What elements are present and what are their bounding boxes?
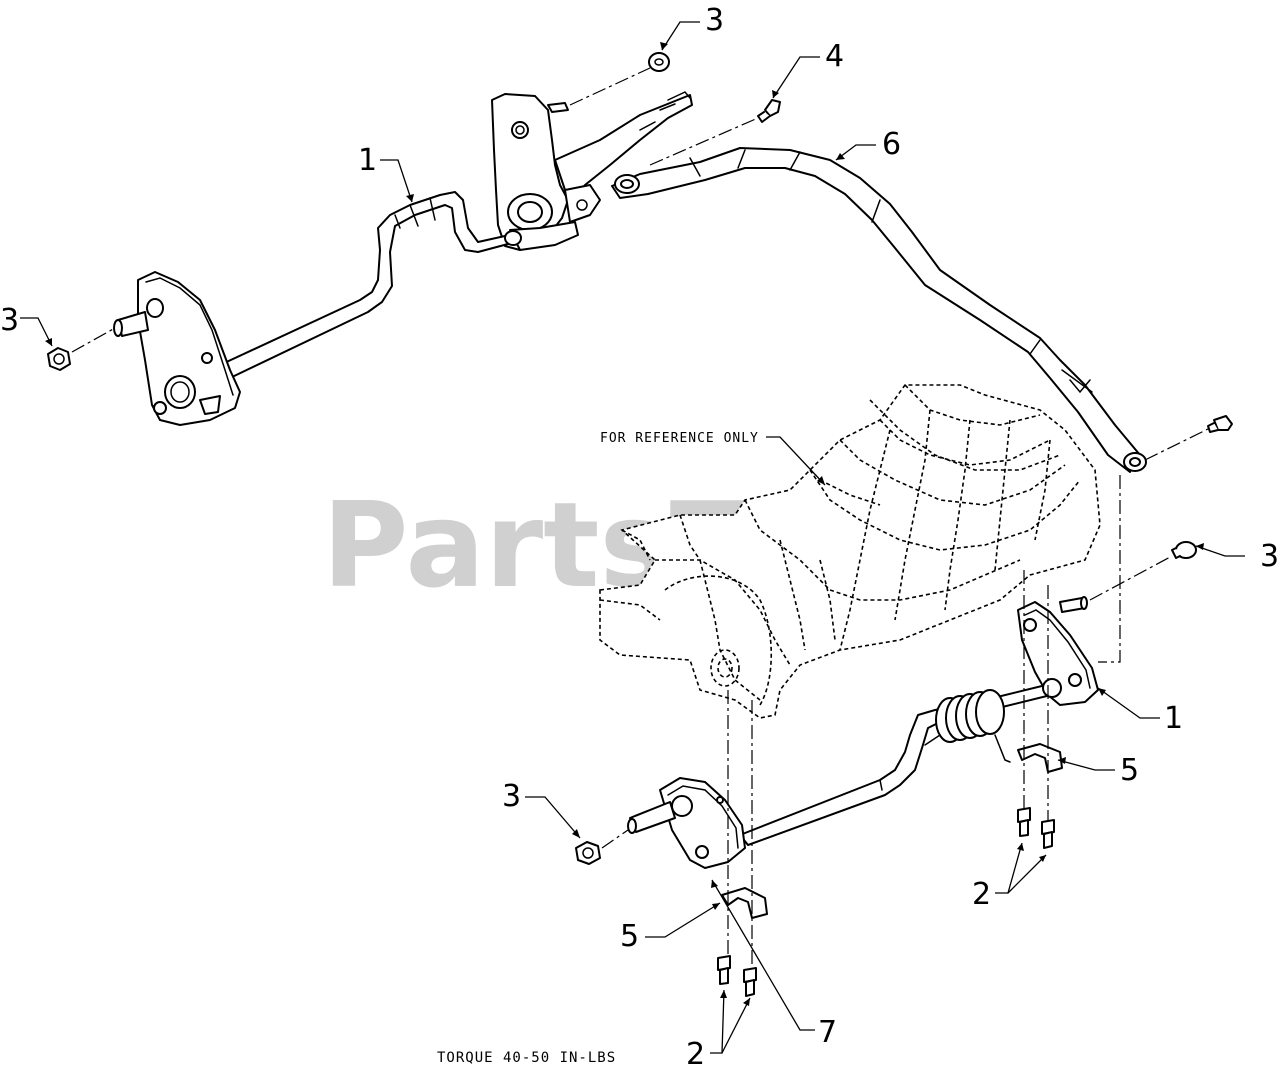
- leader-c3-bottom: [525, 796, 581, 839]
- leader-c3-left: [20, 317, 53, 347]
- leader-c5-left: [645, 902, 721, 938]
- lift-arm-bracket-upper-left: [113, 271, 241, 426]
- centerline-rod6-bolt: [1144, 427, 1211, 461]
- leader-c1-right: [1097, 687, 1160, 719]
- leader-c3-top: [661, 21, 700, 51]
- bolts-bottom: [717, 955, 757, 997]
- torsion-spring: [924, 689, 1011, 763]
- leader-c2-bottom: [710, 989, 725, 1054]
- centerline-lower-nut: [601, 829, 629, 849]
- lift-rod: [611, 147, 1147, 473]
- callout-7: 7: [818, 1015, 837, 1050]
- lift-handle-bracket: [491, 91, 693, 251]
- lift-shaft-upper: [219, 191, 522, 379]
- leader-reference-note: [766, 436, 826, 486]
- centerline-top-bolt: [649, 117, 759, 166]
- leader-c1-top: [380, 159, 413, 203]
- lift-shaft-lower: [739, 678, 1062, 846]
- torque-note: TORQUE 40-50 IN-LBS: [437, 1050, 616, 1066]
- callout-3-left: 3: [0, 303, 19, 338]
- leader-c7: [711, 879, 815, 1031]
- centerline-left-nut: [71, 327, 116, 353]
- leader-c2-right: [995, 842, 1023, 894]
- centerline-right-washer: [1089, 555, 1173, 601]
- callout-2-bottom: 2: [686, 1037, 705, 1072]
- clip-left: [721, 887, 768, 919]
- callout-1-top: 1: [358, 143, 377, 178]
- hex-nut-left: [47, 347, 71, 371]
- callout-3-bottom: 3: [502, 779, 521, 814]
- centerline-v5: [1098, 475, 1121, 663]
- bolt-top: [757, 99, 781, 123]
- callout-5-left: 5: [620, 919, 639, 954]
- callout-6: 6: [882, 127, 901, 162]
- washer-right: [1171, 541, 1197, 559]
- callout-3-right: 3: [1260, 539, 1279, 574]
- bolts-right: [1017, 807, 1055, 849]
- deck-reference-shape: [599, 384, 1101, 719]
- callout-5-right: 5: [1120, 753, 1139, 788]
- callout-1-right: 1: [1164, 701, 1183, 736]
- leader-c5-right: [1057, 759, 1115, 771]
- leader-c6: [835, 144, 876, 161]
- centerline-top-washer: [569, 67, 651, 106]
- leader-c3-right: [1195, 545, 1245, 557]
- lift-arm-bracket-lower-left: [627, 777, 746, 869]
- callout-4: 4: [825, 39, 844, 74]
- reference-note: FOR REFERENCE ONLY: [600, 431, 759, 446]
- shoulder-bolt-right: [1207, 415, 1233, 433]
- callout-2-right: 2: [972, 877, 991, 912]
- leader-c4: [772, 56, 820, 99]
- washer-top: [648, 52, 670, 72]
- callout-3-top: 3: [705, 3, 724, 38]
- hex-nut-lower: [575, 841, 601, 865]
